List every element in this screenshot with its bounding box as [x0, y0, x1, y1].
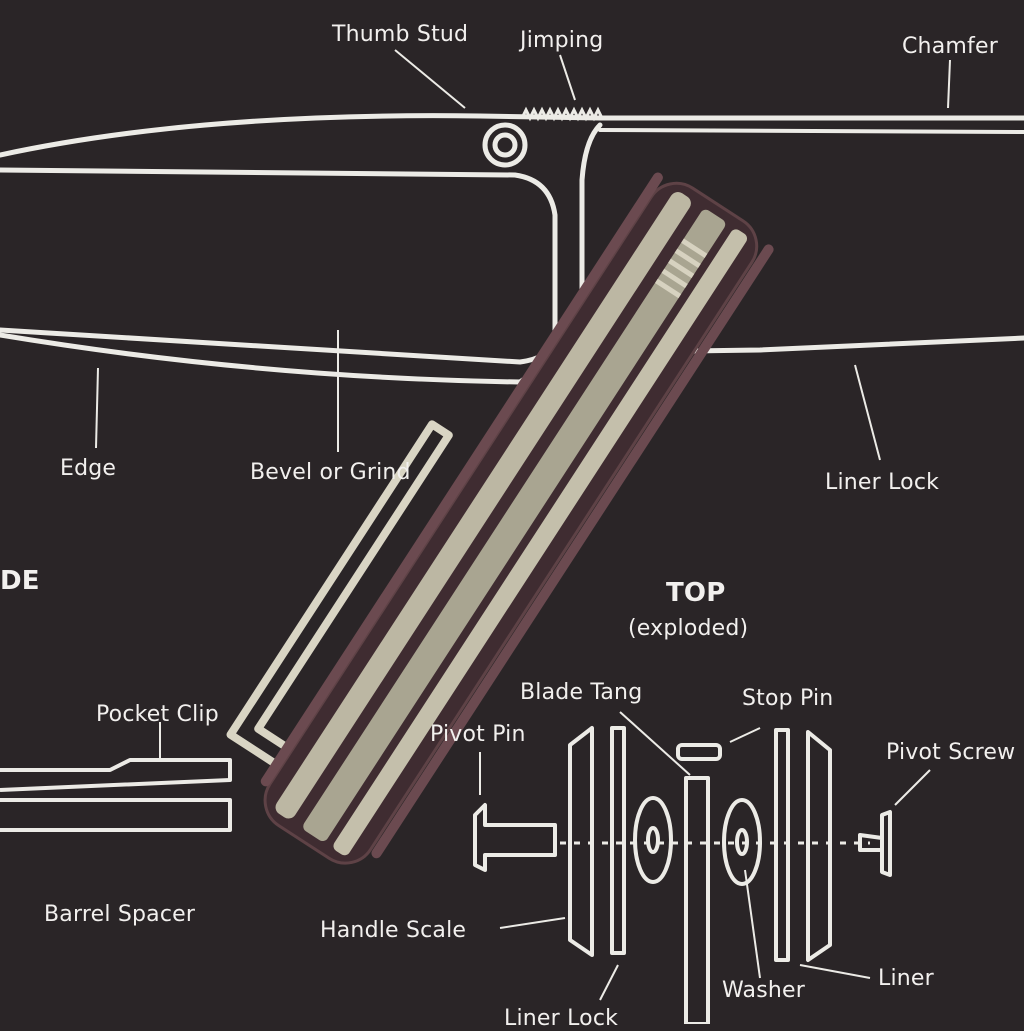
- label-pivot-pin: Pivot Pin: [430, 722, 526, 747]
- label-stop-pin: Stop Pin: [742, 686, 834, 711]
- blade-tang: [684, 776, 710, 1024]
- liner-right: [774, 728, 790, 962]
- label-blade-tang: Blade Tang: [520, 680, 643, 705]
- lower-handle-outline: [0, 798, 232, 832]
- handle-edge-bottom: [371, 244, 774, 859]
- thumb-stud-inner: [492, 132, 518, 158]
- label-jimping: Jimping: [520, 28, 604, 53]
- pivot-screw: [858, 810, 892, 877]
- folded-knife: [226, 172, 774, 865]
- blade-spine: [303, 209, 726, 842]
- pivot-pin: [473, 803, 557, 872]
- barrel-spacer-outline: [0, 758, 232, 792]
- label-handle-scale: Handle Scale: [320, 918, 467, 943]
- thumb-stud-outer: [482, 122, 528, 168]
- blade-grind-line: [0, 167, 558, 365]
- handle-edge-top: [260, 172, 663, 787]
- handle-scale-left: [568, 726, 594, 957]
- washer-left-hole: [646, 826, 660, 854]
- pocket-clip: [226, 420, 453, 766]
- label-pocket-clip: Pocket Clip: [96, 702, 219, 727]
- exploded-view: [0, 726, 892, 1024]
- label-top: TOP: [666, 578, 726, 608]
- label-chamfer: Chamfer: [902, 34, 998, 59]
- leader-lines: [95, 49, 951, 1001]
- steel-liner-bottom: [333, 229, 748, 856]
- label-pivot-screw: Pivot Screw: [886, 740, 1016, 765]
- label-washer: Washer: [722, 978, 806, 1003]
- label-edge: Edge: [60, 456, 117, 481]
- jimping-teeth: [520, 106, 604, 122]
- label-exploded: (exploded): [628, 616, 749, 641]
- liner-left: [610, 726, 626, 955]
- label-liner-lock-bottom: Liner Lock: [504, 1006, 619, 1031]
- label-thumb-stud: Thumb Stud: [332, 22, 469, 47]
- blade-spine-line: [0, 113, 1024, 158]
- label-barrel-spacer: Barrel Spacer: [44, 902, 196, 927]
- handle-front-line: [579, 122, 603, 343]
- label-liner: Liner: [878, 966, 934, 991]
- label-bevel: Bevel or Grind: [250, 460, 411, 485]
- spine-jimping: [655, 238, 708, 299]
- steel-liner-top: [275, 192, 691, 819]
- handle-scale-right: [806, 730, 832, 962]
- label-liner-lock: Liner Lock: [825, 470, 940, 495]
- stop-pin: [676, 743, 722, 761]
- washer-left: [633, 796, 673, 884]
- handle-top-line: [598, 128, 1024, 134]
- label-side-fragment: DE: [0, 566, 40, 596]
